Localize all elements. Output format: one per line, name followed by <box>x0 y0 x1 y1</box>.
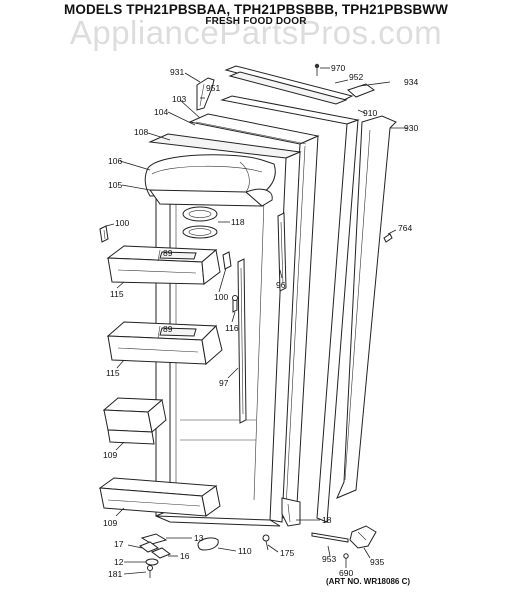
part-hinge-935[interactable] <box>349 525 377 549</box>
callout-175: 175 <box>280 548 294 558</box>
callout-931: 931 <box>170 67 184 77</box>
part-bin-109-lower[interactable] <box>98 477 221 517</box>
callout-910: 910 <box>363 108 377 118</box>
part-cap-110[interactable] <box>197 537 219 551</box>
part-spacer-16[interactable] <box>150 547 172 559</box>
part-trim-strip-97[interactable] <box>237 258 247 424</box>
callout-89-lower: 89 <box>163 324 173 334</box>
callout-100-lower: 100 <box>214 292 228 302</box>
part-dairy-door-106[interactable] <box>144 154 276 197</box>
callout-104: 104 <box>154 107 168 117</box>
part-rod-953[interactable] <box>311 532 349 543</box>
part-hinge-block-13[interactable] <box>140 533 168 545</box>
part-shelf-rail-89-upper[interactable] <box>159 251 197 260</box>
part-hinge-cover-931[interactable] <box>196 77 215 111</box>
part-dairy-housing-105[interactable] <box>149 188 273 207</box>
callout-96: 96 <box>276 280 286 290</box>
callout-115-lower: 115 <box>106 368 120 378</box>
part-gasket-910[interactable] <box>220 95 360 523</box>
callout-100-upper: 100 <box>115 218 129 228</box>
callout-181: 181 <box>108 569 122 579</box>
callout-12: 12 <box>114 557 124 567</box>
part-bin-109-upper[interactable] <box>102 397 167 445</box>
callout-18: 18 <box>322 515 332 525</box>
part-bracket-18[interactable] <box>281 497 301 527</box>
callout-labels: 970 931 952 934 951 103 910 104 930 108 … <box>103 63 418 579</box>
part-screw-690[interactable] <box>343 553 349 564</box>
callout-116: 116 <box>225 323 239 333</box>
part-washer-12[interactable] <box>145 558 159 566</box>
callout-106: 106 <box>108 156 122 166</box>
callout-97: 97 <box>219 378 229 388</box>
part-screw-764[interactable] <box>383 233 393 243</box>
callout-934: 934 <box>404 77 418 87</box>
art-number: (ART NO. WR18086 C) <box>326 577 411 586</box>
callout-764: 764 <box>398 223 412 233</box>
callout-951: 951 <box>206 83 220 93</box>
part-screw-175[interactable] <box>262 534 270 551</box>
part-clip-100-right[interactable] <box>222 251 232 270</box>
part-screw-970[interactable] <box>314 63 320 76</box>
part-bushing-17[interactable] <box>138 541 160 553</box>
part-pin-116[interactable] <box>232 295 238 313</box>
callout-952: 952 <box>349 72 363 82</box>
part-shelf-rail-89-lower[interactable] <box>159 327 197 337</box>
diagram-subtitle: FRESH FOOD DOOR <box>205 16 307 27</box>
callout-115-upper: 115 <box>110 289 124 299</box>
callout-953: 953 <box>322 554 336 564</box>
callout-108: 108 <box>134 127 148 137</box>
callout-105: 105 <box>108 180 122 190</box>
part-cap-952[interactable] <box>224 65 354 105</box>
leader-lines <box>105 67 408 575</box>
part-clip-100-left[interactable] <box>99 225 109 243</box>
part-screw-181[interactable] <box>147 565 153 579</box>
callout-13: 13 <box>194 533 204 543</box>
callout-930: 930 <box>404 123 418 133</box>
callout-103: 103 <box>172 94 186 104</box>
models-title: MODELS TPH21PBSBAA, TPH21PBSBBB, TPH21PB… <box>64 2 448 17</box>
callout-970: 970 <box>331 63 345 73</box>
callout-690: 690 <box>339 568 353 578</box>
callout-16: 16 <box>180 551 190 561</box>
part-bin-cover-118[interactable] <box>182 206 218 239</box>
callout-109-lower: 109 <box>103 518 117 528</box>
callout-118: 118 <box>231 217 245 227</box>
callout-110: 110 <box>238 546 252 556</box>
callout-935: 935 <box>370 557 384 567</box>
callout-89-upper: 89 <box>163 248 173 258</box>
callout-109-upper: 109 <box>103 450 117 460</box>
part-door-panel-930[interactable] <box>336 115 397 499</box>
callout-17: 17 <box>114 539 124 549</box>
